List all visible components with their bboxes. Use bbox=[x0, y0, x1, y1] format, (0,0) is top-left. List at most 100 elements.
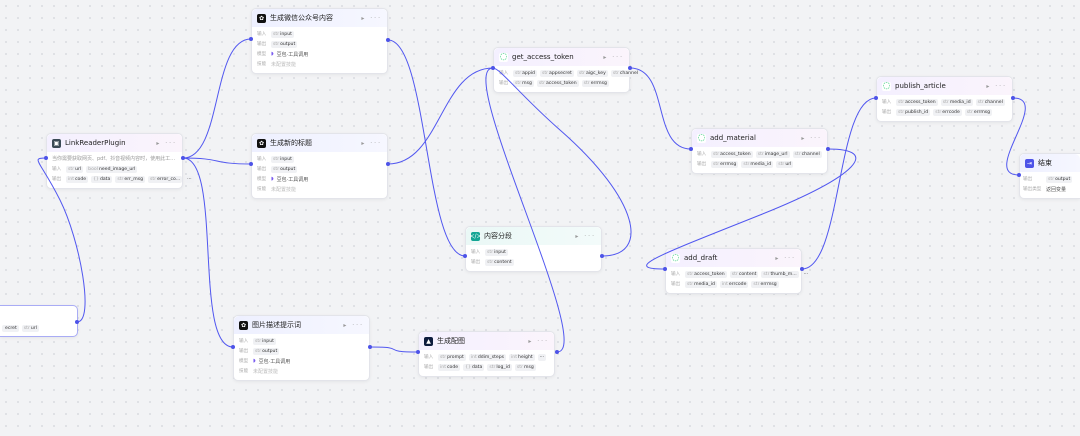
param-chip: strthumb_m... bbox=[761, 270, 799, 278]
llm-icon: ✿ bbox=[239, 320, 248, 330]
param-name: thumb_m... bbox=[770, 271, 797, 277]
node-header[interactable]: </>内容分段 ▸ ··· bbox=[466, 227, 601, 245]
edge[interactable] bbox=[629, 67, 692, 150]
node-link-reader[interactable]: ▣LinkReaderPlugin▸ ···当你需要获取网页、pdf、抖音视频内… bbox=[46, 133, 194, 189]
param-chip: strchannel bbox=[610, 69, 641, 77]
node-actions[interactable]: ▸ ··· bbox=[575, 232, 596, 240]
param-type: str bbox=[731, 271, 738, 277]
model-name: 豆包·工具调用 bbox=[276, 176, 309, 183]
param-chip: strerror_co... bbox=[148, 175, 183, 183]
model-label: 模型 bbox=[239, 359, 249, 364]
edge[interactable] bbox=[182, 38, 252, 159]
node-header[interactable]: ⇥结束 bbox=[1020, 154, 1080, 172]
outputs-label: 输出 bbox=[257, 42, 267, 47]
more-params-button[interactable]: ··· bbox=[185, 175, 194, 183]
inputs-label: 输入 bbox=[239, 339, 249, 344]
node-actions[interactable]: ▸ ··· bbox=[775, 254, 796, 262]
output-type-label: 输出类型 bbox=[1023, 187, 1042, 192]
outputs-label: 输出 bbox=[471, 260, 481, 265]
edge[interactable] bbox=[485, 67, 565, 353]
node-header[interactable]: ▲生成配图▸ ··· bbox=[419, 332, 554, 350]
node-title: add_draft bbox=[684, 254, 718, 262]
param-type: int bbox=[68, 176, 74, 182]
param-name: ddim_steps bbox=[477, 354, 505, 360]
edge[interactable] bbox=[182, 157, 252, 165]
node-title: 生成微信公众号内容 bbox=[270, 14, 333, 22]
llm-icon: ✿ bbox=[257, 13, 266, 23]
outputs-label: 输出 bbox=[1023, 177, 1033, 182]
outputs-label: 输出 bbox=[882, 110, 892, 115]
node-actions[interactable]: ▸ ··· bbox=[156, 139, 177, 147]
node-header[interactable]: ✿图片描述提示词▸ ··· bbox=[234, 316, 369, 334]
edge[interactable] bbox=[369, 346, 419, 353]
node-actions[interactable]: ▸ ··· bbox=[801, 134, 822, 142]
param-type: str bbox=[757, 151, 764, 157]
node-actions[interactable]: ▸ ··· bbox=[343, 321, 364, 329]
param-type: str bbox=[687, 271, 694, 277]
param-type: str bbox=[794, 151, 801, 157]
param-type: str bbox=[516, 364, 523, 370]
code-icon: </> bbox=[469, 231, 482, 241]
node-title: 结束 bbox=[1038, 159, 1052, 167]
param-name: url bbox=[785, 161, 792, 167]
node-header[interactable]: ✿生成新的标题▸ ··· bbox=[252, 134, 387, 152]
skill-value: 未配置技能 bbox=[271, 61, 297, 68]
edge[interactable] bbox=[387, 67, 494, 165]
param-name: input bbox=[280, 156, 292, 162]
inputs-label: 输入 bbox=[499, 71, 509, 76]
param-name: msg bbox=[522, 80, 532, 86]
node-header[interactable]: ◌publish_article▸ ··· bbox=[877, 77, 1012, 95]
param-chip: strchannel bbox=[792, 150, 822, 158]
edge[interactable] bbox=[182, 157, 234, 348]
param-type: str bbox=[935, 109, 942, 115]
param-chip: strmedia_id bbox=[940, 98, 973, 106]
node-actions[interactable]: ▸ ··· bbox=[986, 82, 1007, 90]
more-params-button[interactable]: ··· bbox=[801, 270, 811, 278]
param-type: str bbox=[977, 99, 984, 105]
edge[interactable] bbox=[387, 39, 466, 257]
node-actions[interactable]: ▸ ··· bbox=[361, 14, 382, 22]
node-header[interactable]: ◌add_material▸ ··· bbox=[692, 129, 827, 147]
param-name: output bbox=[280, 41, 296, 47]
node-header[interactable]: ▣LinkReaderPlugin▸ ··· bbox=[47, 134, 182, 152]
node-header[interactable]: ◌get_access_token▸ ··· bbox=[494, 48, 629, 66]
node-actions[interactable]: ▸ ··· bbox=[528, 337, 549, 345]
node-title: 生成配图 bbox=[437, 337, 465, 345]
more-params-button[interactable]: ··· bbox=[537, 353, 547, 361]
param-chip: straigc_key bbox=[576, 69, 608, 77]
edge[interactable] bbox=[801, 97, 877, 270]
node-title: 内容分段 bbox=[484, 232, 512, 240]
outputs-label: 输出 bbox=[499, 81, 509, 86]
node-actions[interactable]: ▸ ··· bbox=[361, 139, 382, 147]
param-type: str bbox=[898, 99, 905, 105]
param-chip: strmsg bbox=[514, 363, 536, 371]
param-name: errmsg bbox=[760, 281, 777, 287]
node-port[interactable] bbox=[555, 350, 559, 354]
model-name: 豆包·工具调用 bbox=[258, 358, 291, 365]
skill-row: 技能未配置技能 bbox=[257, 184, 382, 194]
node-header[interactable]: ✿ 生成微信公众号内容 ▸ ··· bbox=[252, 9, 387, 27]
param-chip: strcontent bbox=[729, 270, 759, 278]
node-title: get_access_token bbox=[512, 53, 574, 61]
wechat-plugin-icon: ◌ bbox=[882, 81, 891, 91]
node-header[interactable]: ◌add_draft▸ ··· bbox=[666, 249, 801, 267]
node-actions[interactable]: ▸ ··· bbox=[603, 53, 624, 61]
param-name: ecret bbox=[5, 325, 17, 331]
inputs-label: 输入 bbox=[424, 355, 434, 360]
